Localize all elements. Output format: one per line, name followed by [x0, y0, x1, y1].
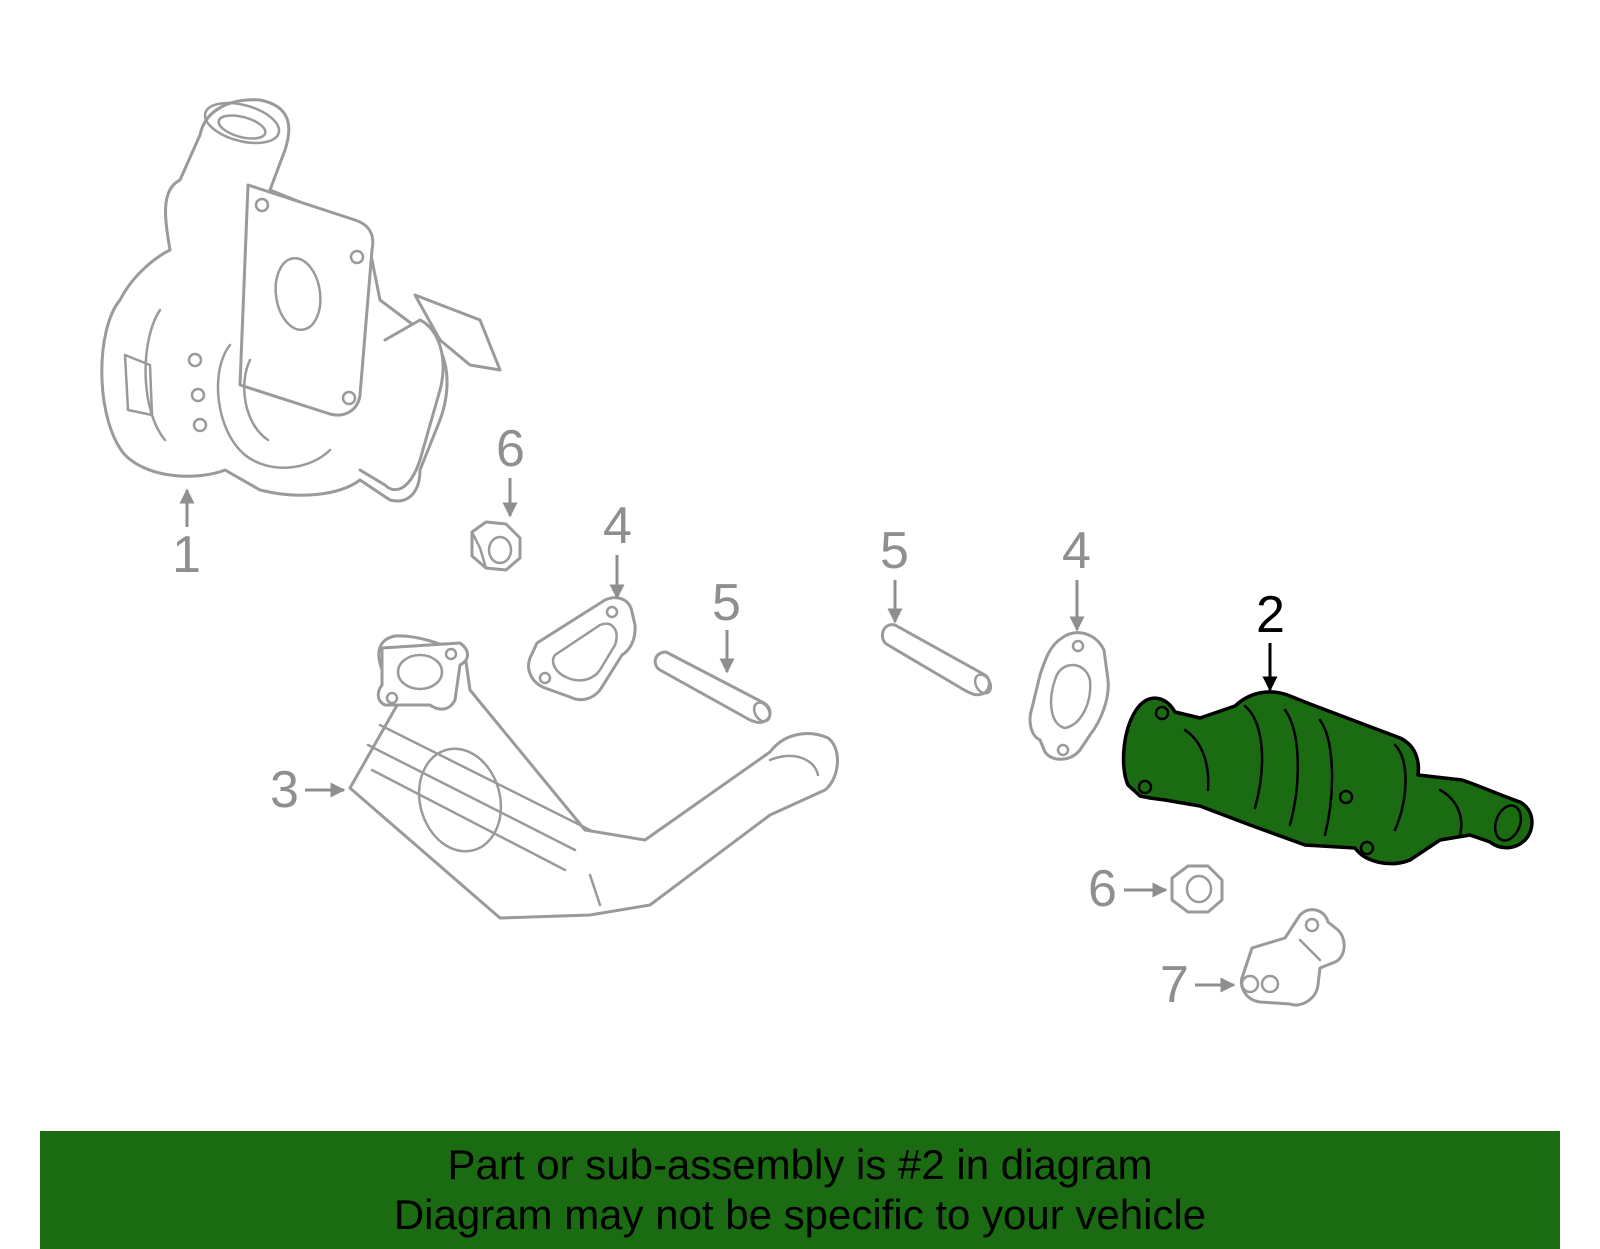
callout-7: 7: [1160, 956, 1189, 1014]
turbocharger-part[interactable]: [100, 96, 502, 503]
footer-line-2: Diagram may not be specific to your vehi…: [393, 1191, 1207, 1238]
callout-1: 1: [172, 526, 201, 584]
catalytic-converter-part[interactable]: [1121, 690, 1534, 866]
callout-3: 3: [270, 761, 299, 819]
callout-2: 2: [1256, 586, 1285, 644]
footer-banner: Part or sub-assembly is #2 in diagram Di…: [40, 1131, 1560, 1249]
parts-diagram: 1 6 4 5 3 5: [100, 96, 1534, 1014]
callout-6-bottom: 6: [1088, 860, 1117, 918]
gasket-left-part[interactable]: [527, 596, 637, 702]
callout-6-top: 6: [496, 420, 525, 478]
stud-left-part[interactable]: [653, 650, 773, 725]
callout-5-left: 5: [712, 574, 741, 632]
callout-4-left: 4: [603, 497, 632, 555]
nut-bottom-part[interactable]: [1170, 864, 1224, 914]
callout-5-right: 5: [880, 522, 909, 580]
stud-right-part[interactable]: [880, 623, 994, 697]
egr-cooler-part[interactable]: [348, 634, 839, 920]
footer-line-1: Part or sub-assembly is #2 in diagram: [447, 1141, 1153, 1188]
callout-4-right: 4: [1062, 522, 1091, 580]
nut-top-part[interactable]: [470, 520, 522, 572]
bracket-part[interactable]: [1239, 908, 1346, 1007]
gasket-right-part[interactable]: [1028, 631, 1110, 761]
